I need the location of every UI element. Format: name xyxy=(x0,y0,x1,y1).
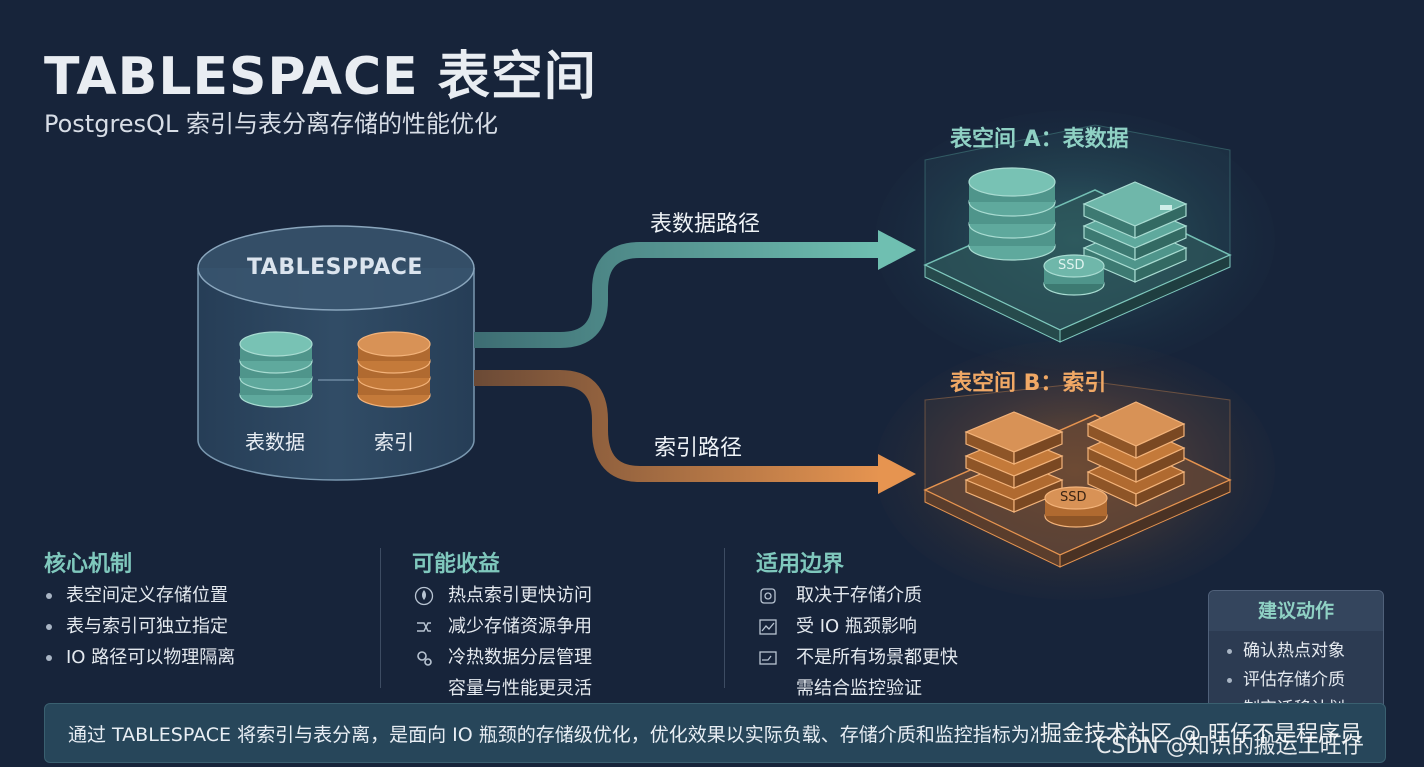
tablespace-b-server-right-icon xyxy=(1086,401,1186,507)
list-item: 表空间定义存储位置 xyxy=(44,580,235,611)
cylinder-index-label: 索引 xyxy=(374,430,414,454)
list-item: 需结合监控验证 xyxy=(796,678,922,699)
core-mechanism-heading: 核心机制 xyxy=(44,552,133,577)
list-item: 容量与性能更灵活 xyxy=(448,678,592,699)
page-title: TABLESPACE 表空间 xyxy=(44,47,597,107)
list-item: 评估存储介质 xyxy=(1227,666,1383,695)
list-item: 确认热点对象 xyxy=(1227,637,1383,666)
cylinder-table-data-label: 表数据 xyxy=(245,430,305,454)
tablespace-cylinder xyxy=(197,225,475,481)
core-mechanism-list: 表空间定义存储位置 表与索引可独立指定 IO 路径可以物理隔离 xyxy=(44,580,235,673)
benefits-heading: 可能收益 xyxy=(412,552,501,577)
bullet-icon xyxy=(46,593,52,599)
section-divider xyxy=(724,548,725,688)
gauge-icon xyxy=(759,651,777,665)
tablespace-b-label: 表空间 B：索引 xyxy=(950,371,1107,396)
watermark-csdn: CSDN @知识的搬运工旺仔 xyxy=(1096,734,1364,759)
list-item: 冷热数据分层管理 xyxy=(414,642,592,673)
tablespace-b-ssd-icon xyxy=(1044,486,1108,528)
list-item: 表与索引可独立指定 xyxy=(44,611,235,642)
bullet-icon xyxy=(1227,649,1232,654)
page-subtitle: PostgresQL 索引与表分离存储的性能优化 xyxy=(44,110,498,138)
index-path-arrow xyxy=(474,370,916,494)
tablespace-b-ssd-label: SSD xyxy=(1060,490,1087,505)
benefits-list: 热点索引更快访问 减少存储资源争用 冷热数据分层管理 容量与性能更灵活 xyxy=(414,580,592,704)
tablespace-a-ssd-label: SSD xyxy=(1058,258,1085,273)
list-item: 减少存储资源争用 xyxy=(414,611,592,642)
tablespace-a-label: 表空间 A：表数据 xyxy=(950,127,1129,152)
limits-list: 取决于存储介质 受 IO 瓶颈影响 不是所有场景都更快 需结合监控验证 xyxy=(758,580,958,704)
tablespace-a-db-icon xyxy=(968,167,1056,261)
bullet-icon xyxy=(46,655,52,661)
index-path-label: 索引路径 xyxy=(654,436,743,461)
summary-text: 通过 TABLESPACE 将索引与表分离，是面向 IO 瓶颈的存储级优化，优化… xyxy=(68,724,1038,746)
list-item: IO 路径可以物理隔离 xyxy=(44,642,235,673)
suggested-actions-heading: 建议动作 xyxy=(1209,591,1383,631)
summary-banner xyxy=(44,703,1386,763)
index-db-icon xyxy=(357,331,431,408)
bullet-icon xyxy=(1227,678,1232,683)
list-item: 不是所有场景都更快 xyxy=(758,642,958,673)
list-item: 取决于存储介质 xyxy=(758,580,958,611)
tablespace-a-ssd-icon xyxy=(1043,254,1105,296)
shuffle-icon xyxy=(417,622,431,632)
gears-icon xyxy=(417,651,432,666)
list-item: 热点索引更快访问 xyxy=(414,580,592,611)
disk-icon xyxy=(760,588,776,604)
tablespace-a-server-icon xyxy=(1082,181,1188,283)
table-data-path-arrow xyxy=(474,230,916,348)
watermark-juejin: 掘金技术社区 @ 旺仔不是程序员 xyxy=(1040,722,1362,747)
limits-heading: 适用边界 xyxy=(756,552,845,577)
bullet-icon xyxy=(46,624,52,630)
list-item: 受 IO 瓶颈影响 xyxy=(758,611,958,642)
cylinder-title: TABLESPPACE xyxy=(247,255,423,280)
drop-icon xyxy=(414,586,434,606)
chart-icon xyxy=(759,619,777,635)
table-data-db-icon xyxy=(239,331,313,408)
section-divider xyxy=(380,548,381,688)
table-data-path-label: 表数据路径 xyxy=(650,212,761,237)
tablespace-b-server-left-icon xyxy=(964,411,1064,513)
